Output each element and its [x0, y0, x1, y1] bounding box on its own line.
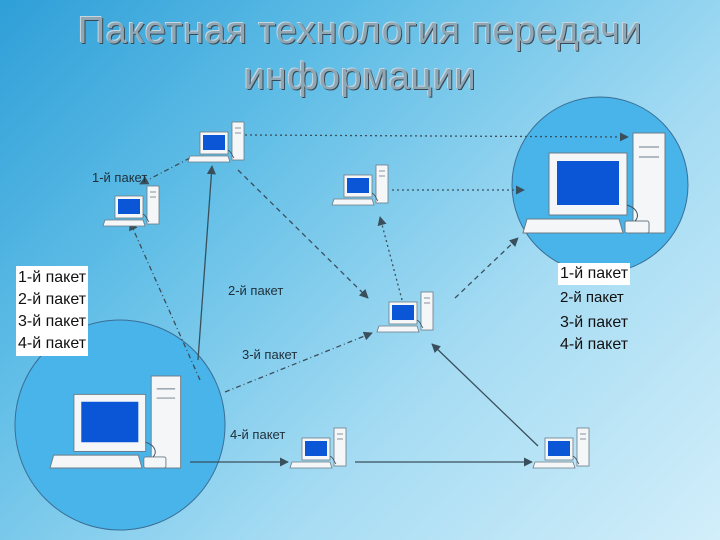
label-packet-3: 3-й пакет [242, 347, 298, 362]
link-top-to-left [139, 157, 191, 185]
sender-packet-2: 2-й пакет [18, 291, 87, 308]
computer-bottom-right [532, 427, 590, 469]
label-packet-1: 1-й пакет [92, 170, 148, 185]
sender-packet-4: 4-й пакет [18, 335, 87, 352]
computer-middle [376, 291, 434, 333]
link-middle-to-second [377, 216, 403, 301]
label-packet-4: 4-й пакет [230, 427, 286, 442]
slide-title: Пакетная технология передачи информации [0, 8, 720, 100]
computer-top [187, 121, 245, 163]
link-left-to-sender [129, 221, 201, 381]
sender-packet-3: 3-й пакет [18, 313, 87, 330]
link-dotted-top [244, 132, 629, 142]
link-sender-to-top [197, 165, 216, 361]
receiver-packet-list: 1-й пакет 2-й пакет 3-й пакет 4-й пакет [556, 262, 632, 357]
receiver-packet-1: 1-й пакет [558, 263, 631, 285]
link-top-to-middle [237, 169, 369, 299]
link-sender-to-middle [224, 331, 373, 393]
title-line-2: информации [243, 56, 477, 98]
link-middle-to-receiver [454, 237, 519, 299]
computer-left [102, 185, 160, 227]
computer-bottom [289, 427, 347, 469]
sender-packet-1: 1-й пакет [18, 269, 87, 286]
computer-second [331, 164, 389, 206]
receiver-packet-2: 2-й пакет [560, 289, 624, 306]
link-bottomright-to-middle [431, 343, 539, 447]
label-packet-2: 2-й пакет [228, 283, 284, 298]
sender-packet-list: 1-й пакет 2-й пакет 3-й пакет 4-й пакет [16, 266, 89, 356]
receiver-packet-4: 4-й пакет [560, 336, 629, 353]
title-line-1: Пакетная технология передачи [77, 10, 643, 52]
receiver-packet-3: 3-й пакет [560, 314, 629, 331]
